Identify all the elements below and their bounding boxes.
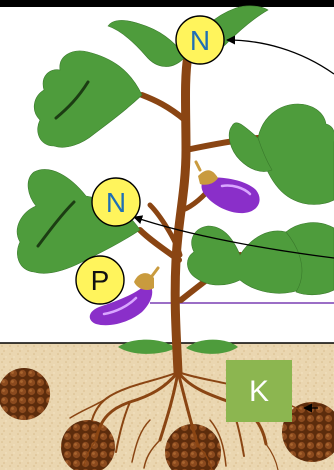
- nitrogen-badge-icon: N: [92, 178, 140, 226]
- stem: [140, 55, 258, 372]
- k-symbol: K: [249, 375, 269, 408]
- nitrogen-badge-icon: N: [176, 16, 224, 64]
- eggplant-icon: [196, 162, 260, 213]
- top-border: [0, 0, 334, 7]
- arrow-to-n-top: [227, 40, 334, 74]
- potassium-badge-icon: K: [226, 360, 292, 422]
- phosphorus-badge-icon: P: [76, 256, 124, 304]
- p-symbol: P: [91, 265, 110, 296]
- n-mid-symbol: N: [106, 187, 126, 218]
- n-top-symbol: N: [190, 25, 210, 56]
